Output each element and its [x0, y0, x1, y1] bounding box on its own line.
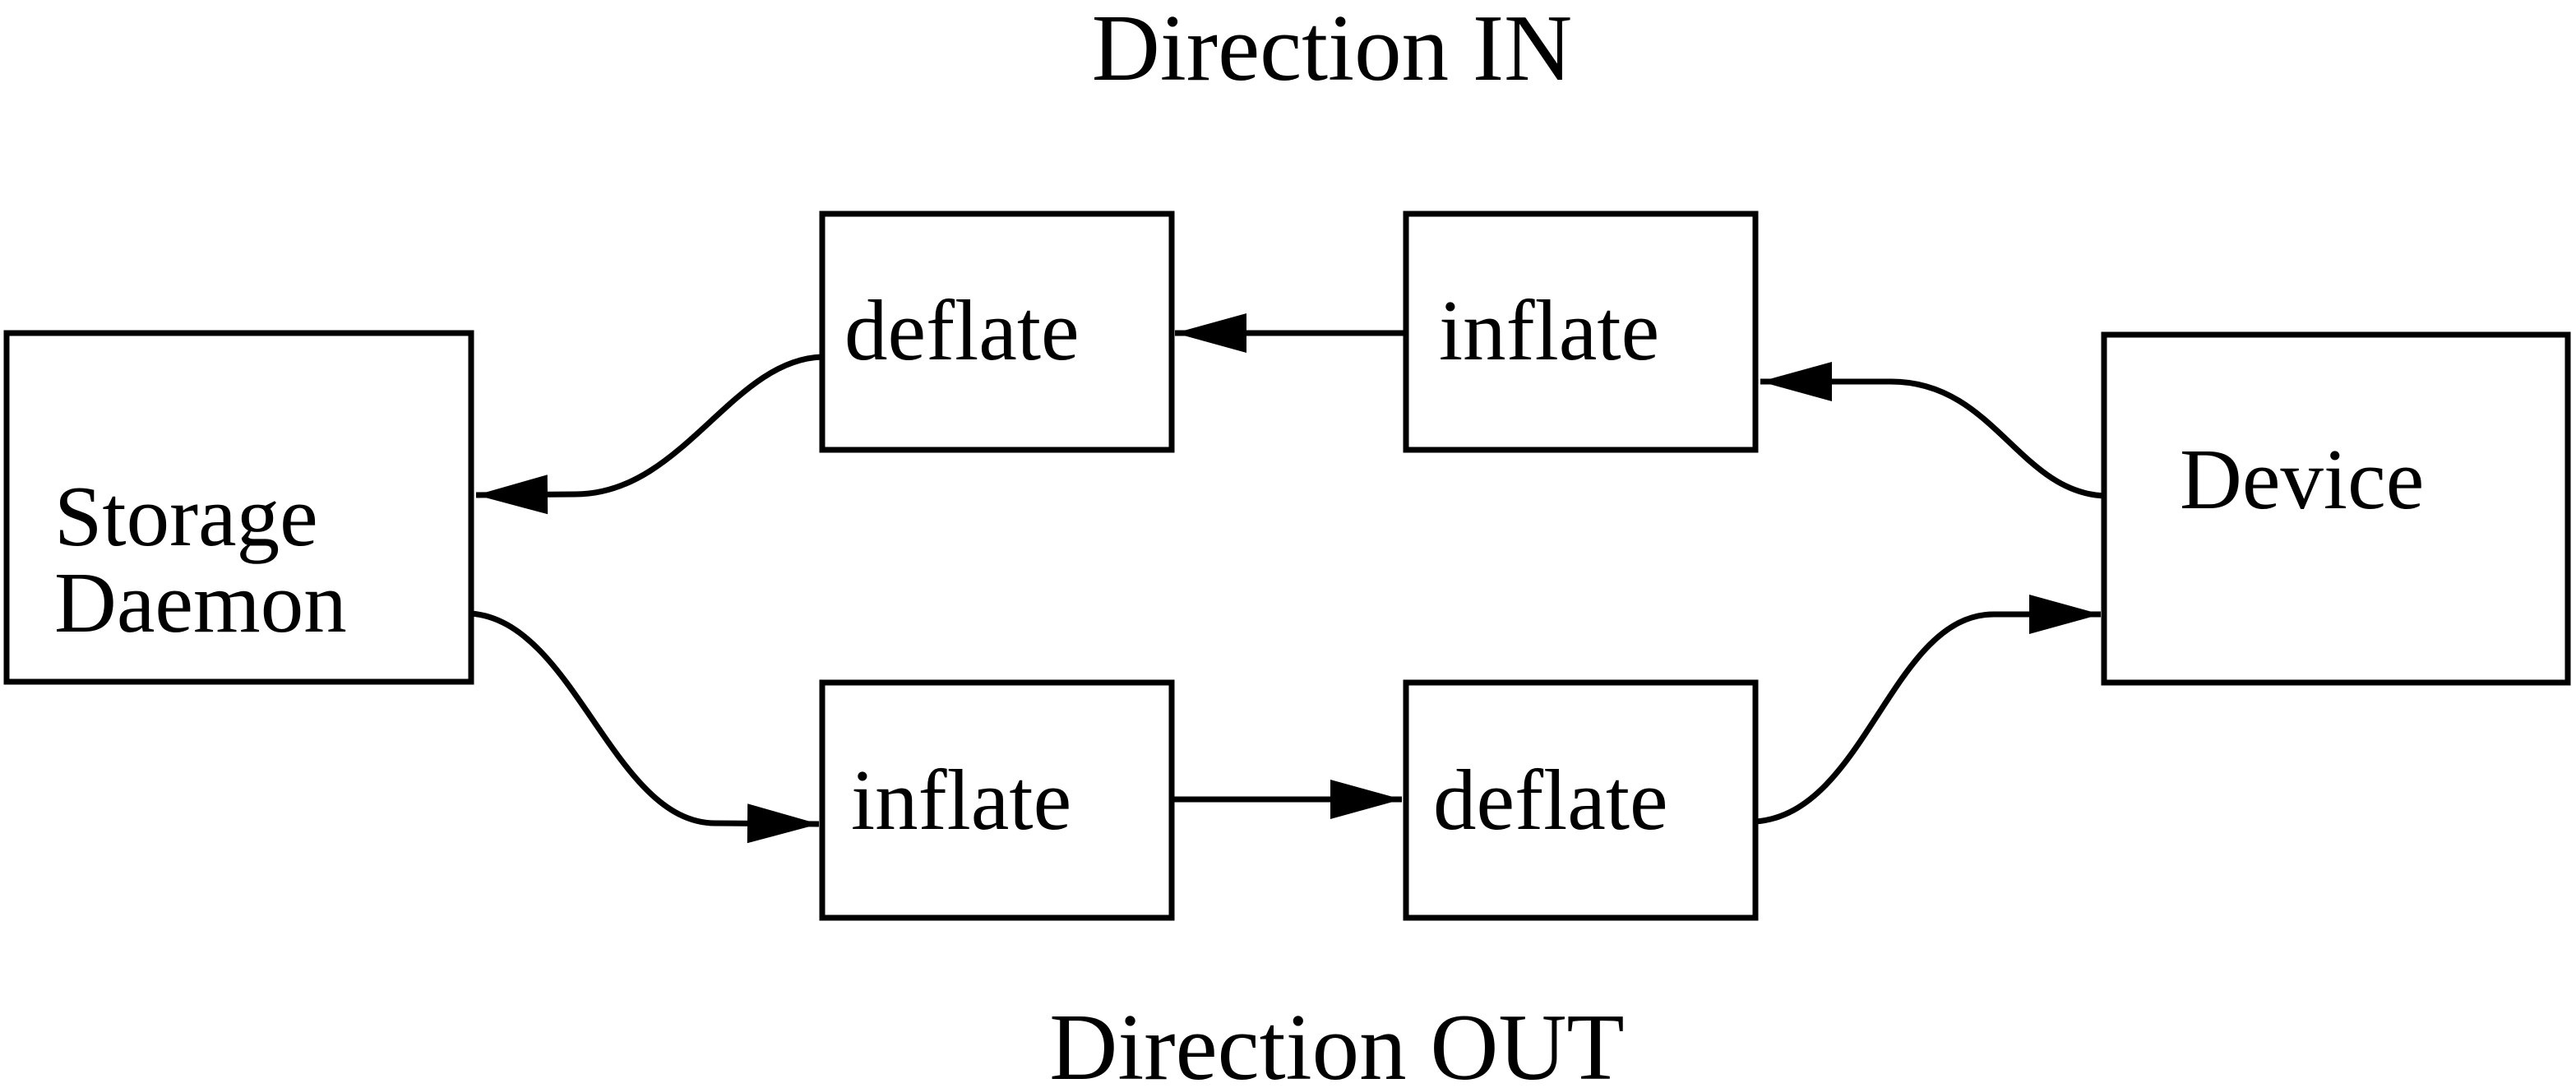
storage-daemon-label-line2: Daemon: [54, 554, 347, 650]
direction-out-title: Direction OUT: [1049, 995, 1624, 1088]
arrow-storage-to-inflate-out: [470, 610, 820, 844]
arrow-deflate-to-storage-in: [475, 354, 823, 515]
device-label: Device: [2180, 431, 2424, 527]
direction-in-title: Direction IN: [1092, 0, 1572, 100]
device-box: [2101, 331, 2571, 686]
arrow-deflate-to-device-out: [1755, 595, 2101, 825]
arrow-device-to-inflate-in: [1760, 362, 2105, 499]
storage-daemon-box: [3, 330, 474, 685]
deflate-bottom-label: deflate: [1433, 752, 1668, 848]
inflate-bottom-label: inflate: [851, 752, 1071, 848]
deflate-top-label: deflate: [844, 282, 1080, 378]
inflate-top-label: inflate: [1439, 282, 1659, 378]
storage-daemon-label-line1: Storage: [54, 468, 318, 564]
deflate-bottom-box: [1403, 679, 1759, 921]
deflate-top-box: [819, 211, 1175, 453]
